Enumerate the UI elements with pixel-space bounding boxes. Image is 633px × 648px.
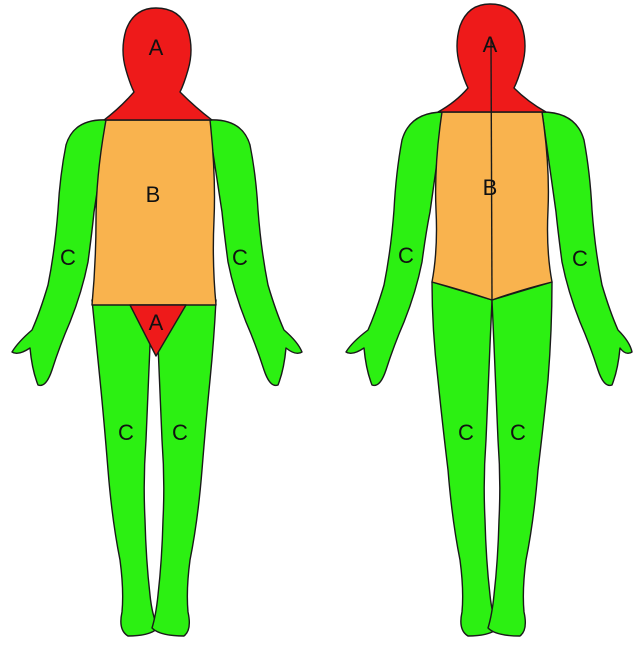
back-torso-label: B [483, 175, 498, 200]
front-left-leg-label: C [118, 420, 134, 445]
back-leg-right [488, 282, 552, 636]
back-right-leg-label: C [510, 420, 526, 445]
front-right-arm-label: C [232, 245, 248, 270]
back-head [438, 4, 546, 112]
front-arm-right [208, 120, 302, 386]
back-right-arm-label: C [572, 246, 588, 271]
front-right-leg-label: C [172, 420, 188, 445]
front-leg-left [92, 300, 158, 636]
front-left-arm-label: C [60, 245, 76, 270]
back-left-arm-label: C [398, 243, 414, 268]
front-head-label: A [149, 35, 164, 60]
front-leg-right [152, 300, 216, 636]
front-torso-label: B [146, 182, 161, 207]
back-arm-left [346, 112, 444, 385]
front-groin-label: A [149, 310, 164, 335]
back-left-leg-label: C [458, 420, 474, 445]
back-figure [346, 4, 632, 636]
front-head [104, 8, 212, 120]
back-head-label: A [483, 32, 498, 57]
back-leg-left [432, 282, 498, 636]
front-torso [92, 120, 216, 305]
